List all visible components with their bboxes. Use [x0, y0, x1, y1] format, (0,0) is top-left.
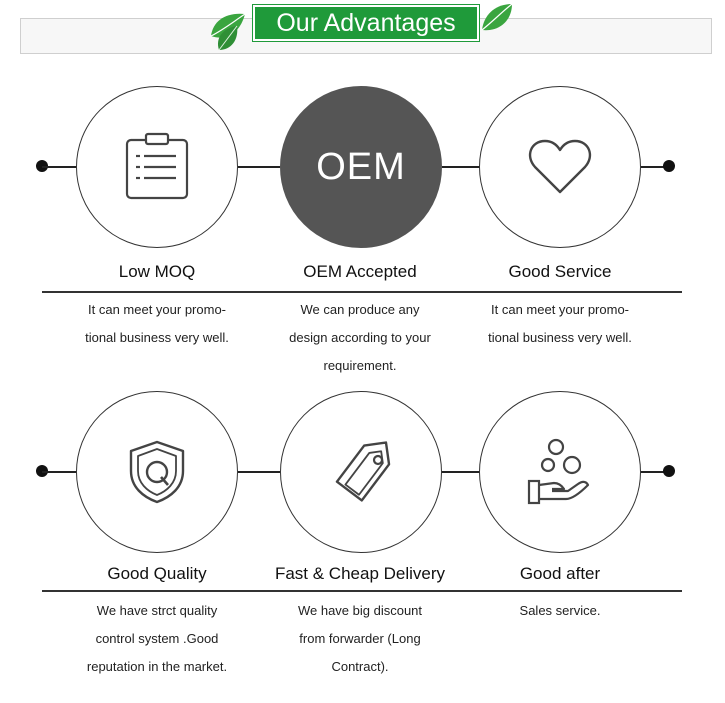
- description-line: Sales service.: [519, 603, 601, 618]
- connector-line: [641, 471, 669, 473]
- line-end-dot: [663, 160, 675, 172]
- connector-line: [238, 166, 280, 168]
- description-line: tional business very well.: [488, 330, 632, 345]
- price-tag-icon: [326, 440, 396, 504]
- heart-icon: [527, 138, 593, 196]
- advantage-description: Sales service.: [460, 597, 660, 625]
- line-end-dot: [663, 465, 675, 477]
- hand-coins-icon: [526, 437, 594, 507]
- advantage-circle-good-quality: [76, 391, 238, 553]
- advantage-label: Good Service: [508, 262, 612, 281]
- leaf-right-icon: [481, 3, 513, 31]
- page-title: Our Advantages: [252, 4, 480, 42]
- description-line: We have strct quality: [96, 603, 218, 618]
- description-line: design according to your: [289, 330, 431, 345]
- description-line: We can produce any: [300, 302, 420, 317]
- advantage-circle-oem: OEM: [280, 86, 442, 248]
- connector-line: [641, 166, 669, 168]
- advantage-circle-good-service: [479, 86, 641, 248]
- clipboard-icon: [124, 132, 190, 202]
- connector-line: [442, 471, 480, 473]
- advantage-label: Fast & Cheap Delivery: [274, 564, 446, 583]
- advantage-circle-low-moq: [76, 86, 238, 248]
- advantage-label: Good after: [519, 564, 601, 583]
- advantage-label: Good Quality: [107, 564, 207, 583]
- advantage-circle-after-sales: [479, 391, 641, 553]
- oem-badge-text: OEM: [316, 145, 406, 188]
- connector-line: [42, 166, 76, 168]
- advantage-description: We have big discount from forwarder (Lon…: [260, 597, 460, 681]
- leaf-left-icon: [210, 13, 246, 51]
- advantage-description: We have strct quality control system .Go…: [57, 597, 257, 681]
- section-divider: [42, 291, 682, 293]
- advantage-label: Low MOQ: [118, 262, 196, 281]
- advantage-description: We can produce any design according to y…: [260, 296, 460, 380]
- description-line: It can meet your promo-: [491, 302, 629, 317]
- advantage-description: It can meet your promo- tional business …: [460, 296, 660, 352]
- description-line: tional business very well.: [85, 330, 229, 345]
- shield-q-icon: [127, 439, 187, 505]
- advantage-description: It can meet your promo- tional business …: [57, 296, 257, 352]
- description-line: Contract).: [331, 659, 389, 674]
- section-divider: [42, 590, 682, 592]
- description-line: requirement.: [323, 358, 397, 373]
- advantage-circle-fast-delivery: [280, 391, 442, 553]
- description-line: reputation in the market.: [86, 659, 228, 674]
- description-line: It can meet your promo-: [88, 302, 226, 317]
- description-line: We have big discount: [297, 603, 423, 618]
- connector-line: [238, 471, 280, 473]
- description-line: control system .Good: [95, 631, 219, 646]
- connector-line: [442, 166, 480, 168]
- connector-line: [42, 471, 76, 473]
- advantage-label: OEM Accepted: [303, 262, 417, 281]
- description-line: from forwarder (Long: [299, 631, 421, 646]
